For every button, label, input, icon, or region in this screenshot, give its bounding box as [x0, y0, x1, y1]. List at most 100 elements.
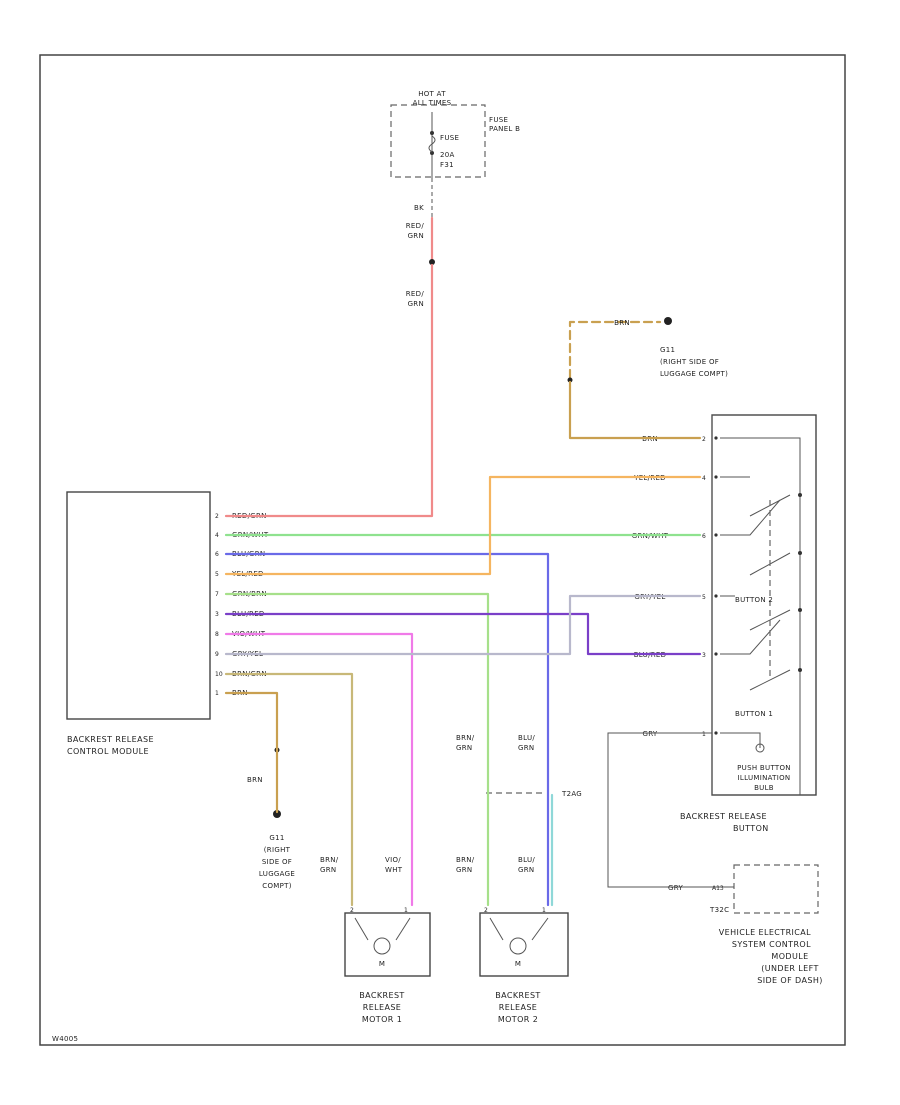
button-pin-5: 5	[702, 594, 706, 601]
control-module-pin-8: 8	[215, 631, 219, 638]
switch-node	[798, 668, 802, 672]
button-pin-dot	[714, 731, 718, 735]
splice-dot	[429, 259, 435, 265]
ground-bottom-wire: BRN	[247, 776, 263, 784]
motor1-symbol: M	[379, 960, 385, 968]
vesc-label-2: SYSTEM CONTROL	[732, 940, 811, 949]
power-feed-wire: BK RED/ GRN RED/ GRN	[406, 178, 435, 308]
power-wire1-line1: RED/	[406, 222, 425, 230]
motor2-wru-2: GRN	[518, 744, 534, 752]
motor2-pin-2: 2	[484, 907, 488, 914]
power-wire1-line2: GRN	[408, 232, 424, 240]
control-module-pin-10: 10	[215, 671, 223, 678]
wire-red-grn	[224, 263, 434, 518]
motor1-label-3: MOTOR 1	[362, 1015, 402, 1024]
control-module-pin-6: 6	[215, 551, 219, 558]
control-module-label-1: BACKREST RELEASE	[67, 735, 154, 744]
ground-bottom-label-5: COMPT)	[262, 882, 291, 890]
button1-label: BUTTON 1	[735, 710, 773, 718]
vehicle-electrical-system-control-module: GRY A13 T32C VEHICLE ELECTRICAL SYSTEM C…	[607, 732, 822, 985]
wire-brn-ground	[224, 691, 279, 814]
motor2-label-3: MOTOR 2	[498, 1015, 538, 1024]
bulb-lead	[720, 732, 761, 748]
fuse-label-2: 20A	[440, 151, 455, 159]
vesc-wire: GRY	[668, 884, 683, 892]
button-pin-dot	[714, 652, 718, 656]
control-module-pin-7: 7	[215, 591, 219, 598]
hot-label-2: ALL TIMES	[413, 99, 452, 107]
motor1-label-1: BACKREST	[359, 991, 404, 1000]
power-wire-code: BK	[414, 204, 424, 212]
button-pin-dot	[714, 594, 718, 598]
control-module-pin-9: 9	[215, 651, 219, 658]
wires	[224, 263, 702, 907]
button-label-1: BACKREST RELEASE	[680, 812, 767, 821]
switch-contact	[720, 437, 801, 795]
hot-label-1: HOT AT	[418, 90, 446, 98]
motor2-wl-2: GRN	[456, 866, 472, 874]
ground-bottom: BRN G11 (RIGHT SIDE OF LUGGAGE COMPT)	[247, 747, 295, 890]
motor1-pin-1: 1	[404, 907, 408, 914]
button-pin-3: 3	[702, 652, 706, 659]
ground-top-splice	[567, 377, 573, 383]
motor2-pin-1: 1	[542, 907, 546, 914]
fuse-panel-label-2: PANEL B	[489, 125, 520, 133]
button-pin-dot	[714, 533, 718, 537]
ground-bottom-label-4: LUGGAGE	[259, 870, 295, 878]
motor1-wl-1: BRN/	[320, 856, 339, 864]
wire-vio-wht	[224, 632, 414, 907]
motor2-wlu-1: BRN/	[456, 734, 475, 742]
control-module-pin-1: 1	[215, 690, 219, 697]
vesc-label-1: VEHICLE ELECTRICAL	[719, 928, 811, 937]
control-module-pin-4: 4	[215, 532, 219, 539]
motor1-wl-2: GRN	[320, 866, 336, 874]
button-pin-4: 4	[702, 475, 706, 482]
vesc-conn: T32C	[709, 906, 729, 914]
diagram-frame	[39, 54, 846, 1046]
ground-top-label-1: G11	[660, 346, 675, 354]
vesc-label-3: MODULE	[771, 952, 808, 961]
button-pin-2: 2	[702, 436, 706, 443]
motor2-wlu-2: GRN	[456, 744, 472, 752]
wire-grn-brn	[224, 592, 490, 907]
motor1-wr-2: WHT	[385, 866, 403, 874]
control-module-pin-2: 2	[215, 513, 219, 520]
wire-blu-red	[224, 612, 702, 656]
power-wire2-line1: RED/	[406, 290, 425, 298]
motor-1: 2 1 M BACKREST RELEASE MOTOR 1 BRN/ GRN …	[320, 856, 431, 1024]
wire-gry-yel	[224, 594, 702, 656]
ground-top: BRN G11 (RIGHT SIDE OF LUGGAGE COMPT)	[567, 317, 728, 383]
motor1-label-2: RELEASE	[363, 1003, 402, 1012]
switch-contact	[720, 619, 781, 655]
switch-node	[798, 493, 802, 497]
wire-brn-grn	[224, 672, 354, 907]
ground-bottom-label-3: SIDE OF	[262, 858, 292, 866]
illum-label-3: BULB	[754, 784, 774, 792]
motor-2: 2 1 M BACKREST RELEASE MOTOR 2 BRN/ GRN …	[456, 734, 582, 1024]
motor2-wr-2: GRN	[518, 866, 534, 874]
fuse-panel: HOT AT ALL TIMES FUSE 20A F31 FUSE PANEL…	[390, 90, 520, 178]
motor1-pin-2: 2	[350, 907, 354, 914]
vesc-label-4: (UNDER LEFT	[761, 964, 819, 973]
power-wire2-line2: GRN	[408, 300, 424, 308]
control-module-pin-5: 5	[215, 571, 219, 578]
motor2-wr-1: BLU/	[518, 856, 535, 864]
button-pin-1: 1	[702, 731, 706, 738]
vesc-pin: A13	[712, 885, 724, 892]
wire-yel-red	[224, 475, 702, 576]
button-pin-dot	[714, 475, 718, 479]
button-wire-label: GRY	[642, 730, 657, 738]
ground-bottom-label-1: G11	[269, 834, 284, 842]
ground-top-label-3: LUGGAGE COMPT)	[660, 370, 728, 378]
button-pin-6: 6	[702, 533, 706, 540]
ground-bottom-dot	[273, 810, 281, 818]
motor1-wr-1: VIO/	[385, 856, 401, 864]
diagram-id: W4005	[52, 1035, 78, 1043]
ground-top-dot	[664, 317, 672, 325]
motor2-connector: T2AG	[561, 790, 582, 798]
motor2-wru-1: BLU/	[518, 734, 535, 742]
button-label-2: BUTTON	[733, 824, 769, 833]
